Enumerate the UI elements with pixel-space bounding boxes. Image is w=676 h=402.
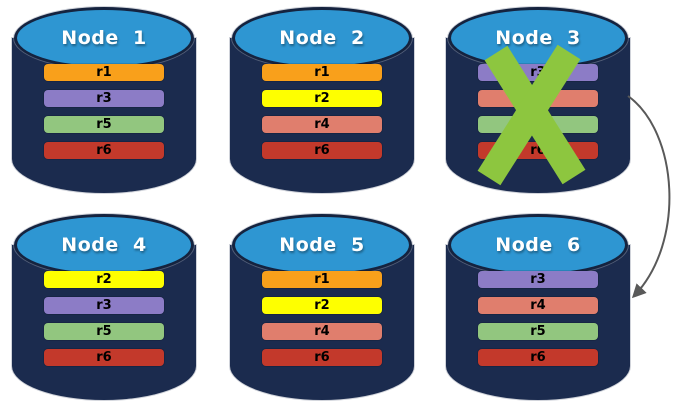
replica-bar: r2 bbox=[262, 90, 382, 107]
replica-label: r2 bbox=[96, 272, 112, 287]
replica-bar: r4 bbox=[478, 297, 598, 314]
node-3-title: Node 3 bbox=[495, 27, 581, 49]
node-5-title: Node 5 bbox=[279, 234, 365, 256]
node-2-cylinder-top: Node 2 bbox=[232, 7, 412, 69]
replica-bar: r5 bbox=[44, 116, 164, 133]
replica-label: r5 bbox=[530, 324, 546, 339]
node-6-title: Node 6 bbox=[495, 234, 581, 256]
replica-label: r6 bbox=[96, 350, 112, 365]
replica-bar: r2 bbox=[44, 271, 164, 288]
node-6-cylinder-top: Node 6 bbox=[448, 214, 628, 276]
node-1-title: Node 1 bbox=[61, 27, 147, 49]
replica-label: r5 bbox=[96, 324, 112, 339]
replica-label: r2 bbox=[314, 298, 330, 313]
replica-bar: r6 bbox=[262, 349, 382, 366]
node-5-cylinder-top: Node 5 bbox=[232, 214, 412, 276]
replica-bar: r3 bbox=[478, 271, 598, 288]
x-mark-icon bbox=[477, 44, 586, 186]
node-4-cylinder: Node 4 r2 r3 r5 r6 bbox=[12, 212, 196, 400]
replica-label: r6 bbox=[96, 143, 112, 158]
replica-bar: r6 bbox=[262, 142, 382, 159]
node-4-replica-list: r2 r3 r5 r6 bbox=[12, 271, 196, 366]
replica-label: r1 bbox=[314, 65, 330, 80]
replica-label: r6 bbox=[314, 143, 330, 158]
replica-bar: r1 bbox=[262, 271, 382, 288]
failover-arrow-path bbox=[627, 95, 671, 299]
replica-label: r3 bbox=[96, 91, 112, 106]
replica-label: r1 bbox=[314, 272, 330, 287]
replica-label: r6 bbox=[530, 350, 546, 365]
replica-label: r4 bbox=[314, 117, 330, 132]
replica-bar: r6 bbox=[478, 349, 598, 366]
replica-bar: r3 bbox=[44, 297, 164, 314]
replica-bar: r6 bbox=[44, 142, 164, 159]
node-2-cylinder: Node 2 r1 r2 r4 r6 bbox=[230, 5, 414, 193]
replica-label: r6 bbox=[314, 350, 330, 365]
node-1-cylinder-top: Node 1 bbox=[14, 7, 194, 69]
x-mark-stroke-2 bbox=[477, 44, 581, 186]
node-2-title: Node 2 bbox=[279, 27, 365, 49]
replica-bar: r5 bbox=[478, 323, 598, 340]
node-1-cylinder: Node 1 r1 r3 r5 r6 bbox=[12, 5, 196, 193]
node-5-cylinder: Node 5 r1 r2 r4 r6 bbox=[230, 212, 414, 400]
replica-label: r2 bbox=[314, 91, 330, 106]
replica-bar: r3 bbox=[44, 90, 164, 107]
replica-label: r3 bbox=[530, 272, 546, 287]
replica-bar: r6 bbox=[44, 349, 164, 366]
replica-label: r4 bbox=[530, 298, 546, 313]
node-5-replica-list: r1 r2 r4 r6 bbox=[230, 271, 414, 366]
replica-bar: r5 bbox=[44, 323, 164, 340]
node-2-replica-list: r1 r2 r4 r6 bbox=[230, 64, 414, 159]
replica-label: r4 bbox=[314, 324, 330, 339]
replica-bar: r1 bbox=[262, 64, 382, 81]
node-4-title: Node 4 bbox=[61, 234, 147, 256]
node-3-cylinder: Node 3 r3 r4 r5 r6 bbox=[446, 5, 630, 193]
replica-bar: r1 bbox=[44, 64, 164, 81]
replica-label: r3 bbox=[96, 298, 112, 313]
node-6-cylinder: Node 6 r3 r4 r5 r6 bbox=[446, 212, 630, 400]
replica-bar: r2 bbox=[262, 297, 382, 314]
replica-label: r1 bbox=[96, 65, 112, 80]
node-4-cylinder-top: Node 4 bbox=[14, 214, 194, 276]
node-6-replica-list: r3 r4 r5 r6 bbox=[446, 271, 630, 366]
replica-bar: r4 bbox=[262, 116, 382, 133]
node-1-replica-list: r1 r3 r5 r6 bbox=[12, 64, 196, 159]
replica-label: r5 bbox=[96, 117, 112, 132]
replica-bar: r4 bbox=[262, 323, 382, 340]
